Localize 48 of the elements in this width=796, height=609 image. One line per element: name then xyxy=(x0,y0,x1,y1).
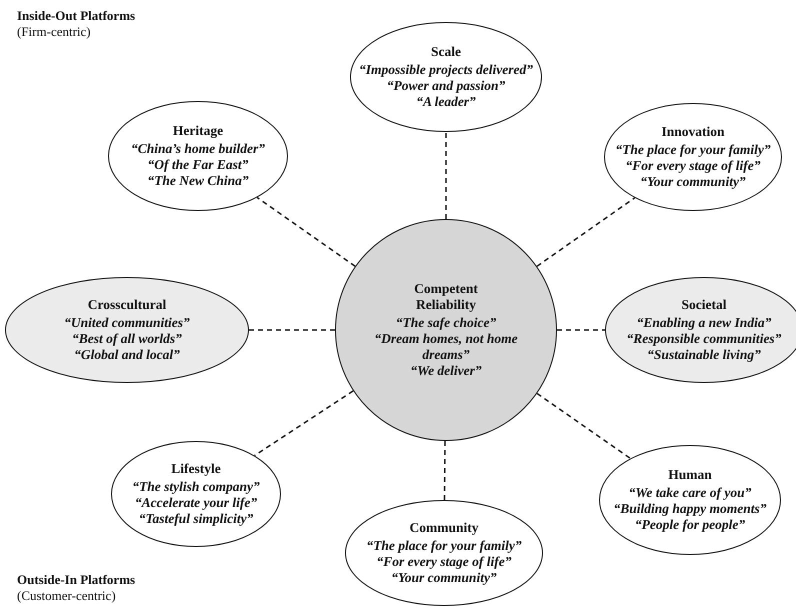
platform-title: Outside-In Platforms xyxy=(17,572,136,588)
node-heading: Crosscultural xyxy=(88,297,166,313)
dashed-connector xyxy=(536,197,636,267)
slogan: “We deliver” xyxy=(410,363,482,379)
slogan: “The New China” xyxy=(147,173,249,189)
slogan: “Enabling a new India” xyxy=(636,315,772,331)
slogan: “United communities” xyxy=(64,315,190,331)
slogan: “Impossible projects delivered” xyxy=(359,62,533,78)
slogan: “Accelerate your life” xyxy=(134,495,258,511)
node-heading: Competent Reliability xyxy=(413,281,479,313)
slogan: “The place for your family” xyxy=(366,538,522,554)
slogan: “Global and local” xyxy=(74,347,180,363)
node-heading: Community xyxy=(409,520,478,536)
dashed-connector xyxy=(444,440,446,500)
slogan: “People for people” xyxy=(634,517,746,533)
slogan: “For every stage of life” xyxy=(626,158,760,174)
slogan: “Dream homes, not home dreams” xyxy=(373,331,519,363)
node-heading: Scale xyxy=(431,44,461,60)
node-heading: Human xyxy=(668,467,712,483)
dashed-connector xyxy=(256,196,356,267)
node-heading: Heritage xyxy=(172,123,224,139)
slogan: “Best of all worlds” xyxy=(72,331,182,347)
dashed-connector xyxy=(254,390,354,456)
node-heading: Lifestyle xyxy=(171,461,221,477)
dashed-connector xyxy=(249,329,335,331)
slogan: “We take care of you” xyxy=(628,485,752,501)
slogan: “Tasteful simplicity” xyxy=(138,511,254,527)
slogan: “The place for your family” xyxy=(615,142,771,158)
slogan: “Responsible communities” xyxy=(626,331,782,347)
platform-subtitle: (Firm-centric) xyxy=(17,24,91,40)
slogan: “For every stage of life” xyxy=(376,554,512,570)
slogan: “Sustainable living” xyxy=(647,347,761,363)
slogan: “Your community” xyxy=(391,570,497,586)
platform-title: Inside-Out Platforms xyxy=(17,8,136,24)
platform-subtitle: (Customer-centric) xyxy=(17,588,116,604)
node-heading: Societal xyxy=(682,297,726,313)
slogan: “Your community” xyxy=(640,174,746,190)
dashed-connector xyxy=(445,132,447,219)
slogan: “Building happy moments” xyxy=(613,501,767,517)
slogan: “China’s home builder” xyxy=(130,141,266,157)
slogan: “Power and passion” xyxy=(386,78,506,94)
slogan: “Of the Far East” xyxy=(148,157,248,173)
node-heading: Innovation xyxy=(661,124,725,140)
dashed-connector xyxy=(557,329,605,331)
slogan: “A leader” xyxy=(416,94,476,110)
slogan: “The safe choice” xyxy=(396,315,496,331)
dashed-connector xyxy=(536,392,631,460)
slogan: “The stylish company” xyxy=(132,479,260,495)
